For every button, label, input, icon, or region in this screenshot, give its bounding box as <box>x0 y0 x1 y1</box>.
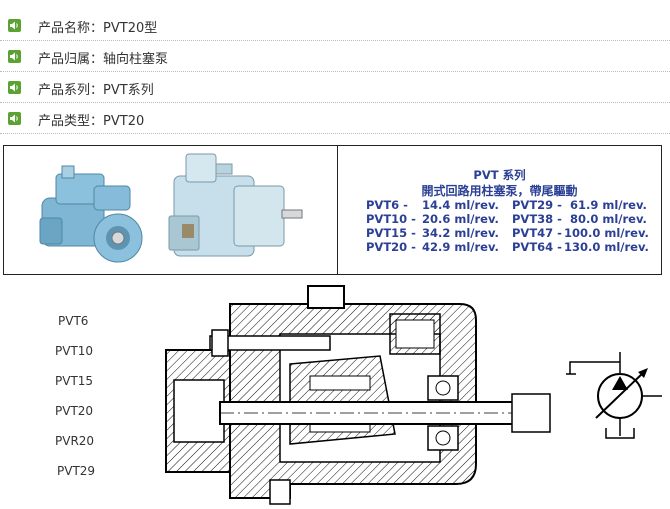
spec-model: PVT20 - <box>366 240 416 254</box>
spec-displacement: 61.9 ml/rev. <box>570 198 647 212</box>
attr-row-type: 产品类型：PVT20 <box>0 103 670 134</box>
pump-photo-illustration <box>39 153 303 263</box>
spec-row: PVT64 - <box>512 240 562 254</box>
attr-value: 轴向柱塞泵 <box>103 52 169 67</box>
model-label: PVT20 <box>55 404 94 418</box>
speaker-icon <box>8 81 21 94</box>
spec-model: PVT29 - <box>512 198 562 212</box>
series-title: 開式回路用柱塞泵，帶尾驅動 <box>421 184 578 198</box>
attr-label: 产品系列： <box>38 83 104 98</box>
spec-model: PVT15 - <box>366 226 416 240</box>
spec-row: 34.2 ml/rev. <box>422 226 499 240</box>
spec-displacement: 42.9 ml/rev. <box>422 240 499 254</box>
attr-value: PVT20 <box>103 114 145 129</box>
spec-model: PVT10 - <box>366 212 416 226</box>
spec-row: 100.0 ml/rev. <box>564 226 649 240</box>
spec-row: 130.0 ml/rev. <box>564 240 649 254</box>
spec-displacement: 130.0 ml/rev. <box>564 240 649 254</box>
product-attribute-list: 产品名称：PVT20型 产品归属：轴向柱塞泵 产品系列：PVT系列 产品类型：P… <box>0 10 670 134</box>
spec-row: PVT10 - <box>366 212 416 226</box>
spec-model: PVT6 - <box>366 198 408 212</box>
spec-row: 80.0 ml/rev. <box>570 212 647 226</box>
model-label: PVT10 <box>55 344 94 358</box>
product-banner: PVT 系列 開式回路用柱塞泵，帶尾驅動 PVT6 - 14.4 ml/rev.… <box>3 145 662 275</box>
spec-panel: PVT 系列 開式回路用柱塞泵，帶尾驅動 PVT6 - 14.4 ml/rev.… <box>338 146 661 274</box>
series-name: PVT 系列 <box>473 168 526 182</box>
attr-row-name: 产品名称：PVT20型 <box>0 10 670 41</box>
attr-value: PVT20型 <box>103 21 158 36</box>
spec-model: PVT38 - <box>512 212 562 226</box>
attr-value: PVT系列 <box>103 83 154 98</box>
model-label: PVT6 <box>58 314 89 328</box>
speaker-icon <box>8 112 21 125</box>
spec-row: 20.6 ml/rev. <box>422 212 499 226</box>
attr-label: 产品归属： <box>38 52 104 67</box>
spec-row: PVT6 - <box>366 198 408 212</box>
spec-displacement: 14.4 ml/rev. <box>422 198 499 212</box>
spec-row: 14.4 ml/rev. <box>422 198 499 212</box>
spec-row: PVT38 - <box>512 212 562 226</box>
hydraulic-pump-symbol <box>566 352 662 439</box>
spec-model: PVT64 - <box>512 240 562 254</box>
model-label: PVT15 <box>55 374 94 388</box>
spec-row: 61.9 ml/rev. <box>570 198 647 212</box>
speaker-icon <box>8 19 21 32</box>
spec-row: PVT29 - <box>512 198 562 212</box>
spec-row: PVT47 - <box>512 226 562 240</box>
spec-model: PVT47 - <box>512 226 562 240</box>
pump-photos <box>4 146 338 274</box>
model-label: PVR20 <box>55 434 95 448</box>
attr-row-category: 产品归属：轴向柱塞泵 <box>0 41 670 72</box>
spec-displacement: 100.0 ml/rev. <box>564 226 649 240</box>
spec-row: PVT15 - <box>366 226 416 240</box>
pump-cross-section-drawing <box>165 285 551 505</box>
speaker-icon <box>8 50 21 63</box>
attr-label: 产品类型： <box>38 114 104 129</box>
spec-row: 42.9 ml/rev. <box>422 240 499 254</box>
spec-displacement: 20.6 ml/rev. <box>422 212 499 226</box>
attr-label: 产品名称： <box>38 21 104 36</box>
model-label: PVT29 <box>57 464 96 478</box>
spec-displacement: 34.2 ml/rev. <box>422 226 499 240</box>
spec-row: PVT20 - <box>366 240 416 254</box>
spec-displacement: 80.0 ml/rev. <box>570 212 647 226</box>
attr-row-series: 产品系列：PVT系列 <box>0 72 670 103</box>
